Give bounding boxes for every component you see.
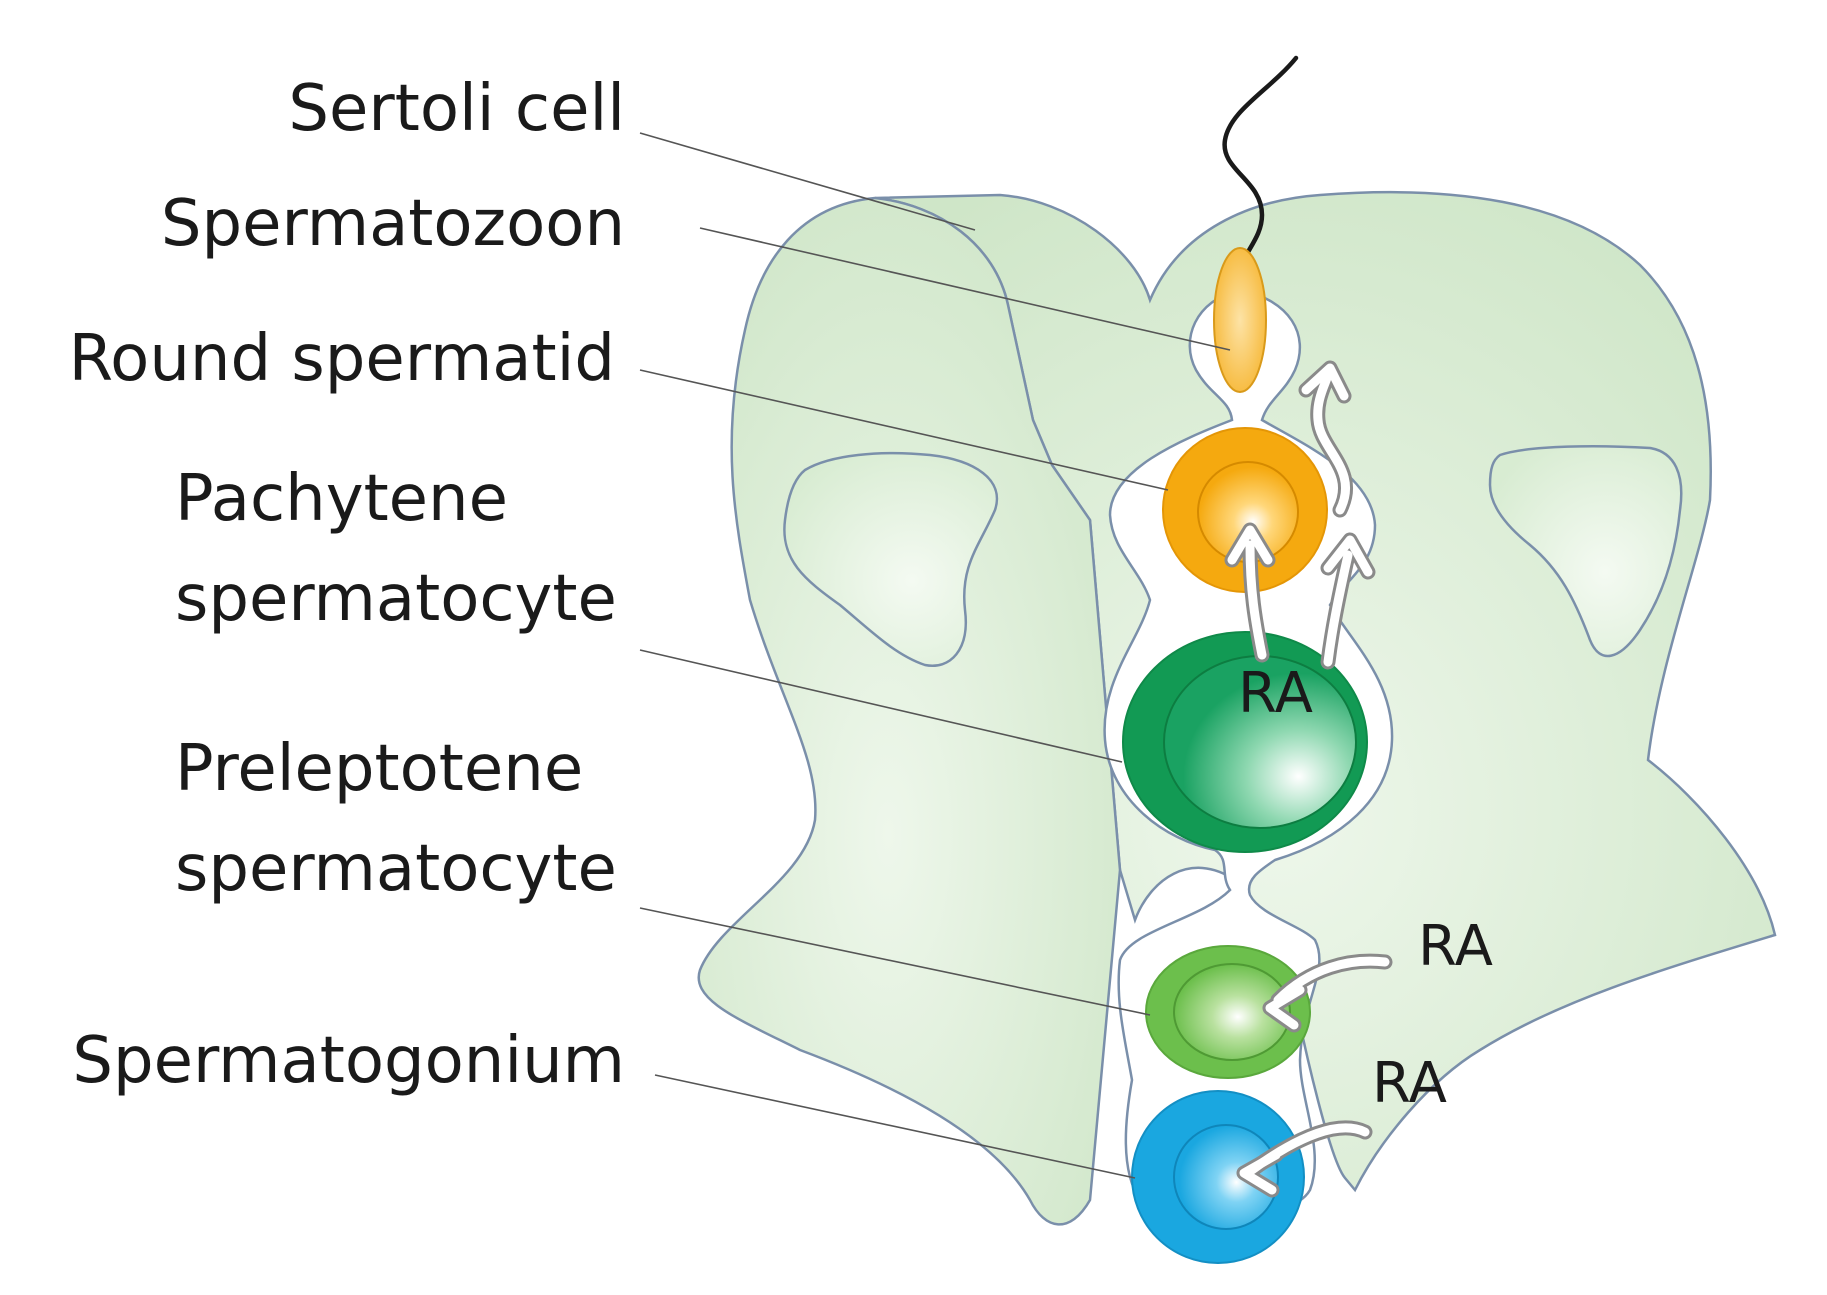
- label-sertoli-cell: Sertoli cell: [288, 72, 625, 146]
- ra-arrow-channel-to-spermatozoon: [1298, 360, 1354, 518]
- label-spermatogonium: Spermatogonium: [72, 1024, 625, 1098]
- spermatozoon: [1213, 247, 1267, 393]
- label-pachytene-line2: spermatocyte: [175, 562, 617, 636]
- spermatozoon-tail: [1222, 55, 1299, 278]
- leader-line-round-spermatid: [639, 369, 1169, 491]
- spermatogonium-nucleus: [1173, 1124, 1279, 1230]
- ra-label-pachytene: RA: [1238, 661, 1313, 726]
- sertoli-vacuole-right: [1488, 445, 1683, 658]
- leader-line-pachytene: [639, 649, 1123, 763]
- ra-label-preleptotene: RA: [1418, 914, 1493, 979]
- sertoli-vacuole-left: [783, 451, 999, 667]
- leader-line-spermatogonium: [654, 1074, 1136, 1179]
- leader-line-sertoli-cell: [639, 132, 976, 231]
- label-preleptotene-line2: spermatocyte: [175, 832, 617, 906]
- label-round-spermatid: Round spermatid: [69, 322, 615, 396]
- label-spermatozoon: Spermatozoon: [161, 187, 625, 261]
- ra-arrow-to-preleptotene: [1262, 953, 1393, 1033]
- ra-arrow-to-spermatogonium: [1236, 1120, 1373, 1198]
- ra-arrow-pachytene-to-channel: [1320, 532, 1376, 670]
- label-preleptotene-line1: Preleptotene: [175, 732, 583, 806]
- ra-arrow-pachytene-to-spermatid: [1224, 522, 1276, 663]
- ra-label-spermatogonium: RA: [1372, 1051, 1447, 1116]
- preleptotene-spermatocyte-nucleus: [1173, 963, 1291, 1061]
- leader-line-spermatozoon: [699, 227, 1231, 351]
- label-pachytene-line1: Pachytene: [175, 462, 508, 536]
- leader-line-preleptotene: [639, 907, 1151, 1016]
